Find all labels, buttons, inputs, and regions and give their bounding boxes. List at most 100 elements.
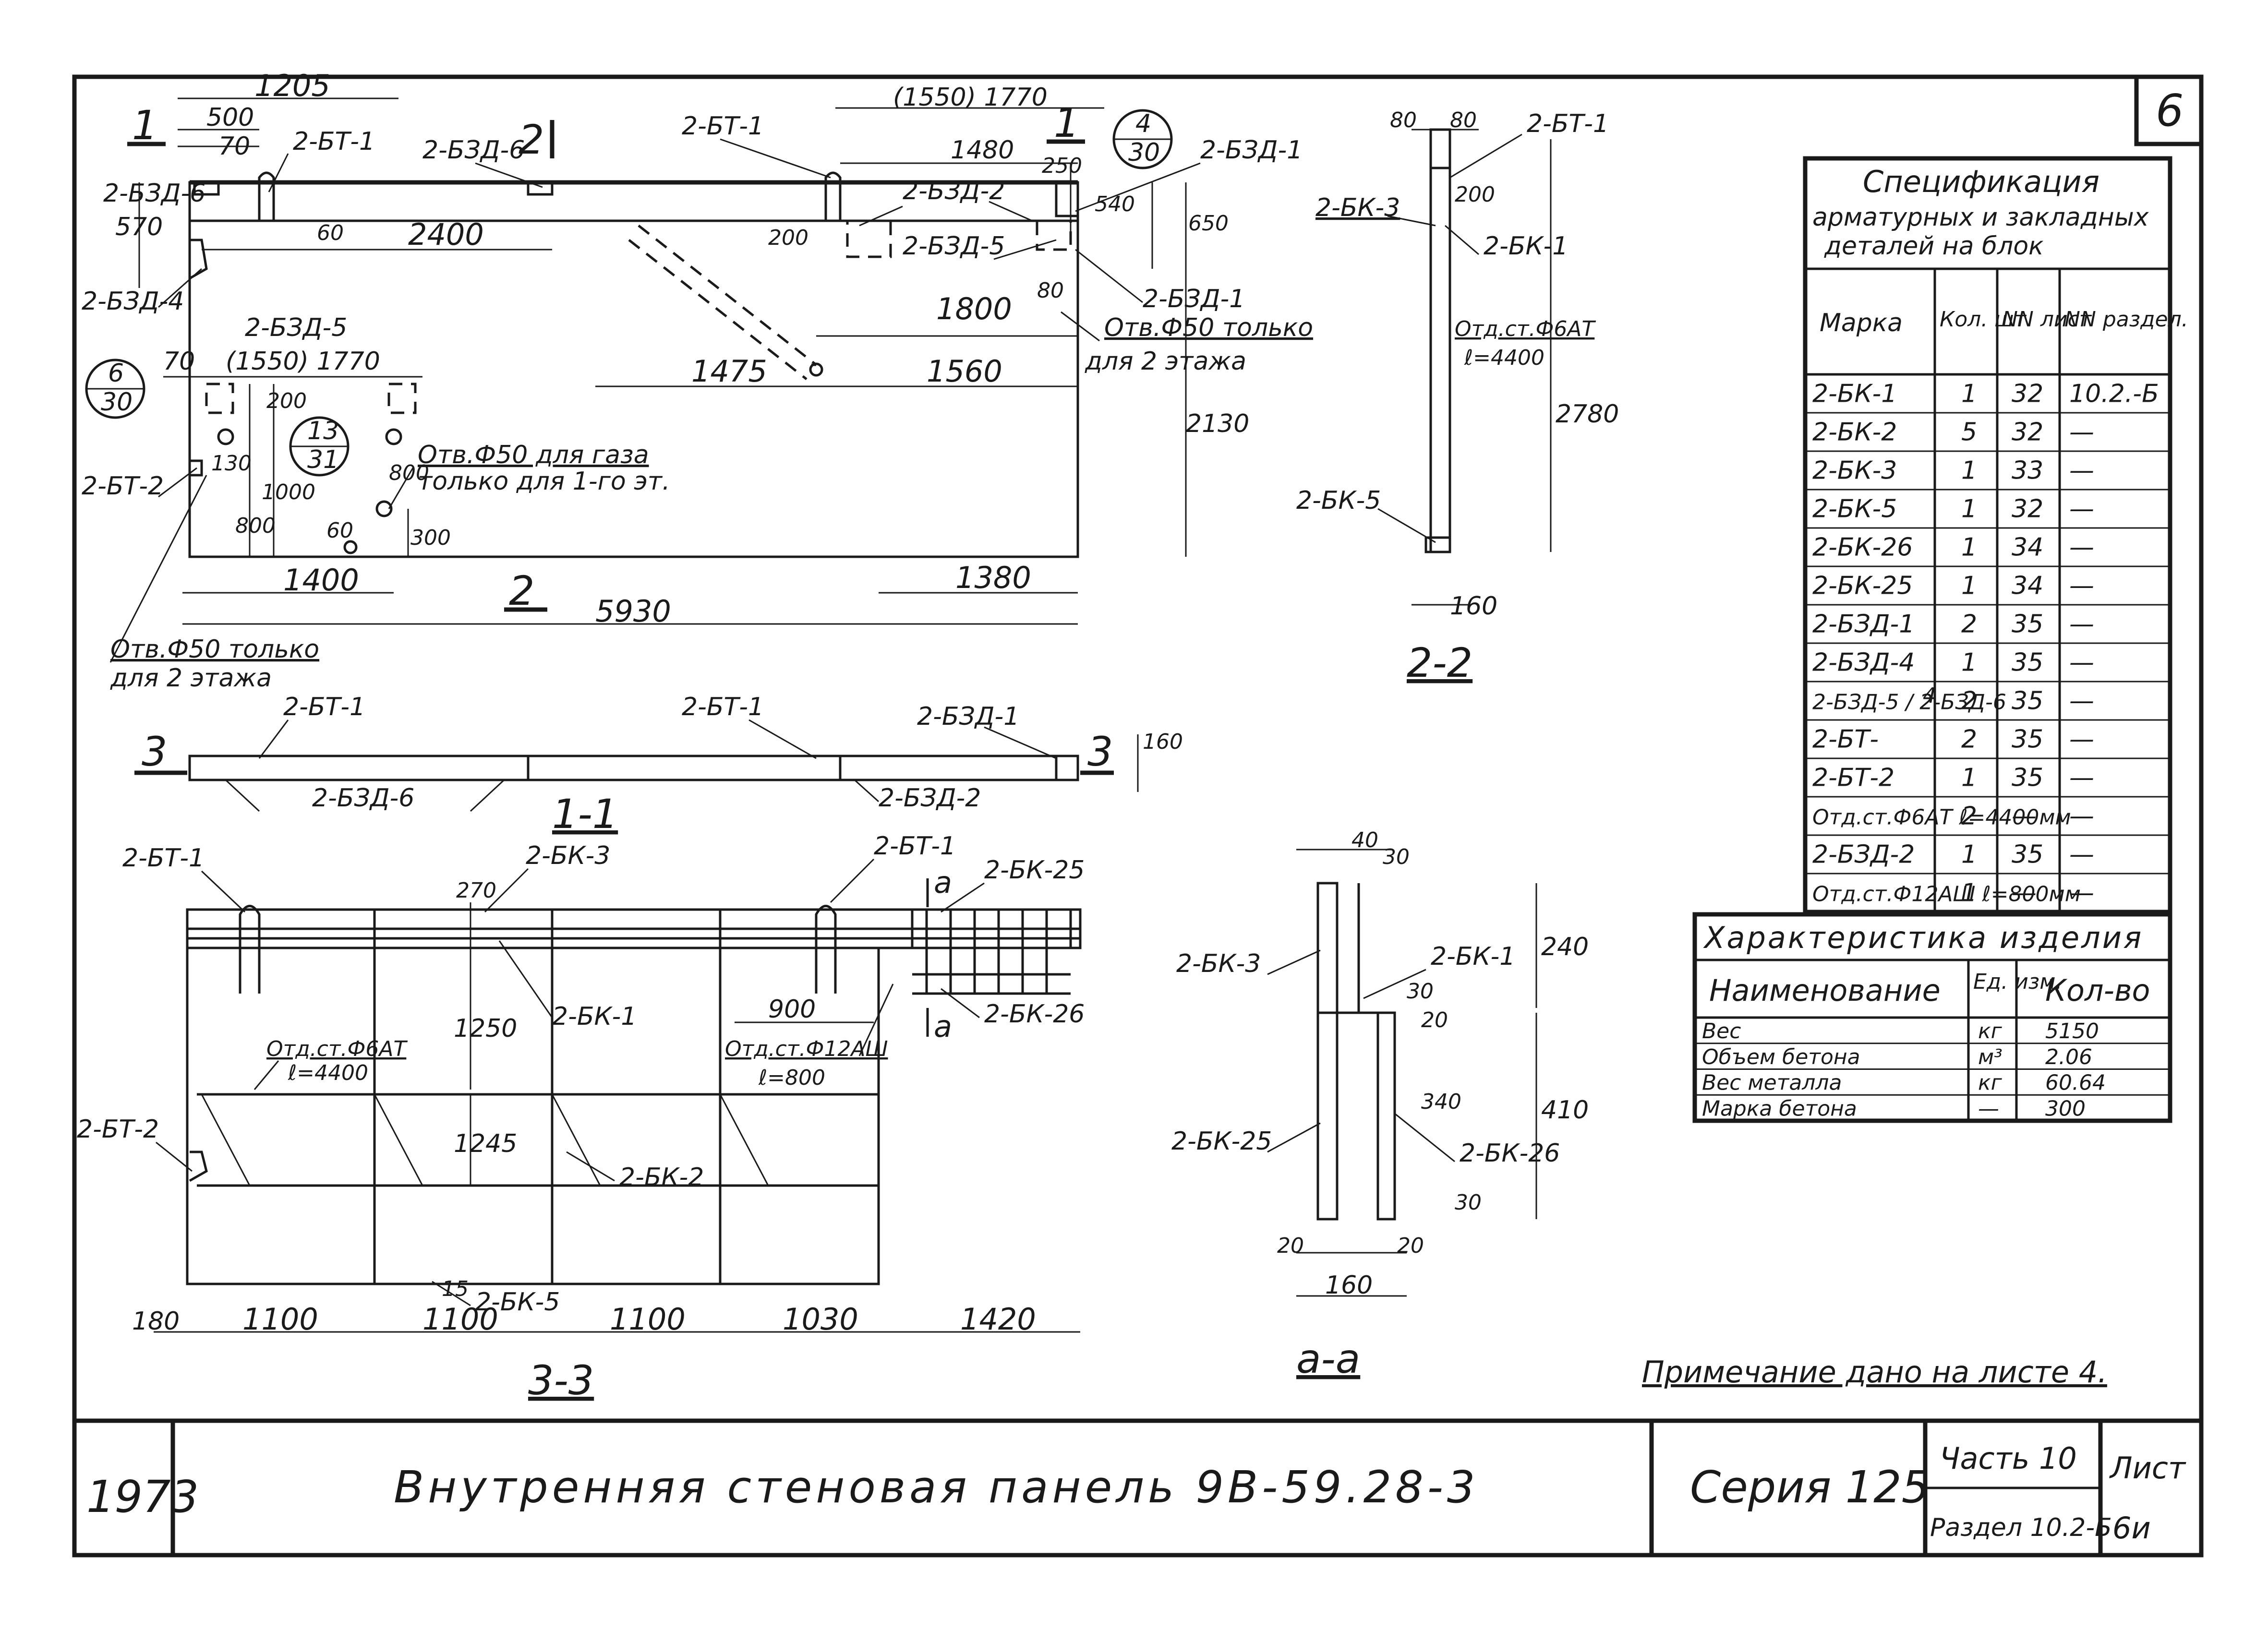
spec-table: Спецификация арматурных и закладных дета… [1803,156,2188,914]
edge-notch-2 [190,459,203,477]
label-2BK2: 2-БК-2 [619,1163,704,1192]
hole [343,540,358,554]
spec-cell: 1 [1961,840,1977,869]
hole-note-3b: для 2 этажа [110,664,272,693]
label-2BT1a: 2-БТ-1 [293,127,375,156]
diag-rod [551,1094,601,1186]
label-2B3D1a: 2-БЗД-1 [1200,136,1303,165]
label-2BK5: 2-БК-5 [475,1288,560,1317]
dim-15: 15 [442,1277,469,1301]
mesh-block [911,908,1072,949]
aa-left-rail [1316,882,1339,1221]
dim-60b: 60 [326,518,353,543]
spec-cell: 2-БК-2 [1812,418,1897,447]
label-2BK26: 2-БК-26 [984,1000,1085,1029]
hole [385,428,402,445]
sheet-label: Лист [2109,1450,2186,1486]
callout-2-bot: 30 [101,388,133,417]
leader [484,868,529,913]
dim-1380: 1380 [955,560,1031,595]
dim-30a: 30 [1383,845,1410,869]
spec-cell: 32 [2012,495,2043,524]
dim-1420: 1420 [960,1302,1036,1337]
hole-note-1: Отв.Ф50 только [1104,313,1313,342]
spec-cell: 35 [2012,648,2043,677]
leader [1449,133,1522,179]
section-1-1: 3 3 160 2-БТ-1 2-БТ-1 2-БЗД-1 2-БЗД-6 2-… [134,693,1183,838]
dim-500: 500 [206,103,254,132]
label-2B3D5b: 2-БЗД-5 [245,313,347,342]
spec-cell: — [2069,802,2094,831]
char-cell: 300 [2045,1096,2086,1121]
label-2BK3: 2-БК-3 [1176,949,1261,978]
sheet-number: 6 [2156,85,2184,136]
leader [109,475,207,663]
spec-cell: 35 [2012,764,2043,792]
label-2BT1b: 2-БТ-1 [682,693,764,721]
spec-head-mark: Марка [1820,309,1903,337]
leader [1445,225,1479,255]
spec-cell: 35 [2012,725,2043,754]
label-2B3D1b: 2-БЗД-1 [1143,285,1245,313]
label-2BT1a: 2-БТ-1 [122,844,205,873]
leader [1075,249,1143,303]
rod-label-2: ℓ=4400 [1464,346,1544,370]
leader [859,205,903,227]
section-mark-2b: 2 [509,567,534,614]
series: Серия 125 [1690,1462,1930,1513]
hole-note-2: Отв.Ф50 для газа [418,441,649,469]
main-elevation: 1205 500 70 (1550) 1770 1480 250 540 650… [82,68,1313,693]
label-2B3D2: 2-БЗД-2 [903,177,1005,205]
leader [566,1151,615,1182]
spec-cell: 1 [1961,648,1977,677]
spec-cell: — [2069,610,2094,639]
dim-20c: 20 [1397,1234,1424,1258]
label-2BK25: 2-БК-25 [984,856,1085,885]
spec-cell: — [2012,879,2037,908]
dim-20b: 20 [1277,1234,1304,1258]
dim-30c: 30 [1455,1190,1482,1215]
dim-1550-1770b: (1550) 1770 [226,347,380,376]
dim-1400: 1400 [283,563,359,598]
cage-notch [189,1151,208,1182]
leader [854,779,880,803]
spec-cell: — [2069,879,2094,908]
label-2B3D4: 2-БЗД-4 [82,287,184,316]
label-2B3D6b: 2-БЗД-6 [103,179,205,208]
leader [498,940,553,1018]
spec-cell: 2-БТ- [1812,725,1879,754]
section-2-2-outline [1429,128,1451,553]
spec-cell: 2-БЗД-2 [1812,840,1915,869]
section-3-3: а а 270 1250 1245 900 15 180 1100 1100 1… [77,832,1085,1404]
spec-cell: 1 [1961,533,1977,562]
dim-1550-1770: (1550) 1770 [893,83,1048,112]
section-2-2: 80 80 200 2780 160 2-БТ-1 2-БК-3 2-БК-1 … [1296,108,1619,686]
embed-part [1055,181,1079,217]
leader [941,988,980,1019]
diagonal-dash-2 [628,239,808,380]
section-2-2-title: 2-2 [1407,639,1472,686]
dim-200b: 200 [266,389,307,413]
hole [375,500,393,517]
leader [993,239,1057,260]
dim-5930: 5930 [595,594,671,629]
char-cell: Марка бетона [1702,1096,1857,1121]
dim-2400: 2400 [408,217,484,252]
rod-label-a1: Отд.ст.Ф6АТ [266,1037,408,1061]
edge-notch [189,239,208,280]
spec-cell: 1 [1961,456,1977,485]
dim-650: 650 [1188,211,1229,236]
spec-title-3: деталей на блок [1824,232,2044,261]
rod-label-b1: Отд.ст.Ф12АШ [725,1037,888,1061]
drawing-title: Внутренняя стеновая панель 9В-59.28-3 [394,1462,1479,1513]
dim-1205: 1205 [254,68,330,103]
section-a-a-title: а-а [1296,1335,1360,1382]
label-2B3D2: 2-БЗД-2 [879,784,981,813]
char-cell: — [1978,1096,1999,1121]
dim-1245: 1245 [454,1129,517,1158]
lifting-loop-2 [824,171,842,221]
lifting-loop-a [239,905,261,994]
dim-800a: 800 [235,514,276,538]
dim-1250: 1250 [454,1014,517,1043]
